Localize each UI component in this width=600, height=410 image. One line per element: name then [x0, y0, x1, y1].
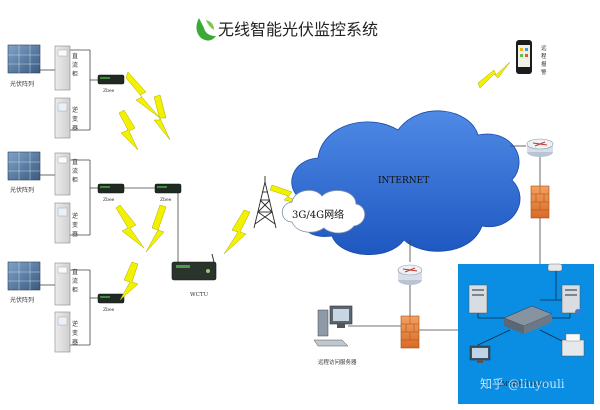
server-icon: [468, 284, 488, 314]
wctu-gateway: WCTU: [171, 253, 217, 298]
remote-server-label: 远程访问服务器: [318, 358, 357, 366]
server-icon: [561, 284, 581, 315]
svg-text:器: 器: [72, 231, 78, 238]
svg-text:警: 警: [541, 68, 547, 76]
lightning-icon: [115, 204, 145, 249]
inverter-label: 逆: [72, 212, 78, 220]
internet-cloud: INTERNET: [291, 110, 521, 255]
svg-text:程: 程: [541, 52, 547, 60]
svg-text:柜: 柜: [72, 286, 78, 294]
zigbee-label: Zbee: [103, 197, 115, 203]
monitor-icon: [469, 345, 491, 363]
pv-array-1: 光伏阵列: [7, 44, 41, 88]
zigbee-label: Zbee: [103, 307, 115, 313]
combiner-cabinet-1: 直 流 柜: [54, 45, 78, 91]
inverter-2: 逆 变 器: [54, 202, 78, 244]
pv-array-3: 光伏阵列: [7, 261, 41, 304]
network-label: 3G/4G网络: [292, 208, 344, 221]
wireless-links: [115, 61, 511, 301]
inverter-3: 逆 变 器: [54, 311, 78, 353]
lightning-icon: [223, 209, 251, 255]
inverter-label: 逆: [72, 106, 78, 114]
combiner-cabinet-3: 直 流 柜: [54, 262, 78, 306]
remote-alarm: 远 程 报 警: [516, 40, 547, 76]
logo-icon: [196, 18, 216, 41]
svg-text:器: 器: [72, 125, 78, 132]
pv-array-label: 光伏阵列: [10, 80, 34, 88]
combiner-label: 直: [72, 158, 78, 166]
svg-text:器: 器: [72, 339, 78, 346]
pv-array-label: 光伏阵列: [10, 296, 34, 304]
camera-icon: [547, 263, 563, 272]
svg-text:流: 流: [72, 167, 78, 175]
remote-alarm-label: 远: [541, 44, 547, 52]
lightning-icon: [119, 261, 139, 301]
pv-array-2: 光伏阵列: [7, 151, 41, 194]
lightning-icon: [125, 71, 161, 119]
zigbee-label: Zbee: [160, 197, 172, 203]
field-wiring: [40, 49, 98, 346]
zigbee-module-2: Zbee: [97, 183, 125, 203]
computer-icon: [313, 305, 353, 347]
zigbee-module-4: Zbee: [97, 293, 125, 313]
svg-text:报: 报: [541, 60, 547, 68]
watermark: 知乎 @liuyouli: [480, 377, 565, 391]
mobile-network-cloud: 3G/4G网络: [281, 189, 366, 234]
svg-text:柜: 柜: [72, 70, 78, 78]
center-wiring: [348, 145, 541, 331]
router-icon: [526, 138, 554, 157]
svg-text:变: 变: [72, 329, 78, 337]
monitoring-center-label: GMS监控管理中心: [497, 380, 548, 388]
internet-label: INTERNET: [378, 176, 429, 186]
wctu-label: WCTU: [190, 292, 209, 298]
switch-icon: [503, 305, 553, 334]
cell-tower-icon: [253, 176, 277, 229]
zigbee-label: Zbee: [103, 88, 115, 94]
inverter-1: 逆 变 器: [54, 97, 78, 139]
combiner-label: 直: [72, 52, 78, 60]
firewall-icon: [400, 315, 420, 349]
zigbee-module-1: Zbee: [97, 74, 125, 94]
svg-text:变: 变: [72, 115, 78, 123]
lightning-icon: [153, 94, 171, 141]
svg-text:流: 流: [72, 61, 78, 69]
remote-access-server: 远程访问服务器: [313, 305, 357, 366]
lightning-icon: [477, 61, 511, 89]
mobile-phone-icon: [516, 40, 532, 74]
monitoring-center: GMS监控管理中心: [458, 263, 594, 404]
router-icon: [397, 264, 423, 285]
inverter-label: 逆: [72, 320, 78, 328]
firewall-icon: [530, 185, 550, 219]
svg-text:流: 流: [72, 277, 78, 285]
printer-icon: [561, 333, 585, 357]
combiner-cabinet-2: 直 流 柜: [54, 152, 78, 196]
lightning-icon: [118, 109, 139, 151]
lightning-icon: [145, 204, 167, 253]
title-group: 无线智能光伏监控系统: [196, 18, 378, 41]
page-title: 无线智能光伏监控系统: [218, 20, 378, 39]
pv-array-label: 光伏阵列: [10, 186, 34, 194]
zigbee-module-3: Zbee: [154, 183, 182, 203]
svg-text:变: 变: [72, 221, 78, 229]
svg-text:柜: 柜: [72, 176, 78, 184]
combiner-label: 直: [72, 268, 78, 276]
